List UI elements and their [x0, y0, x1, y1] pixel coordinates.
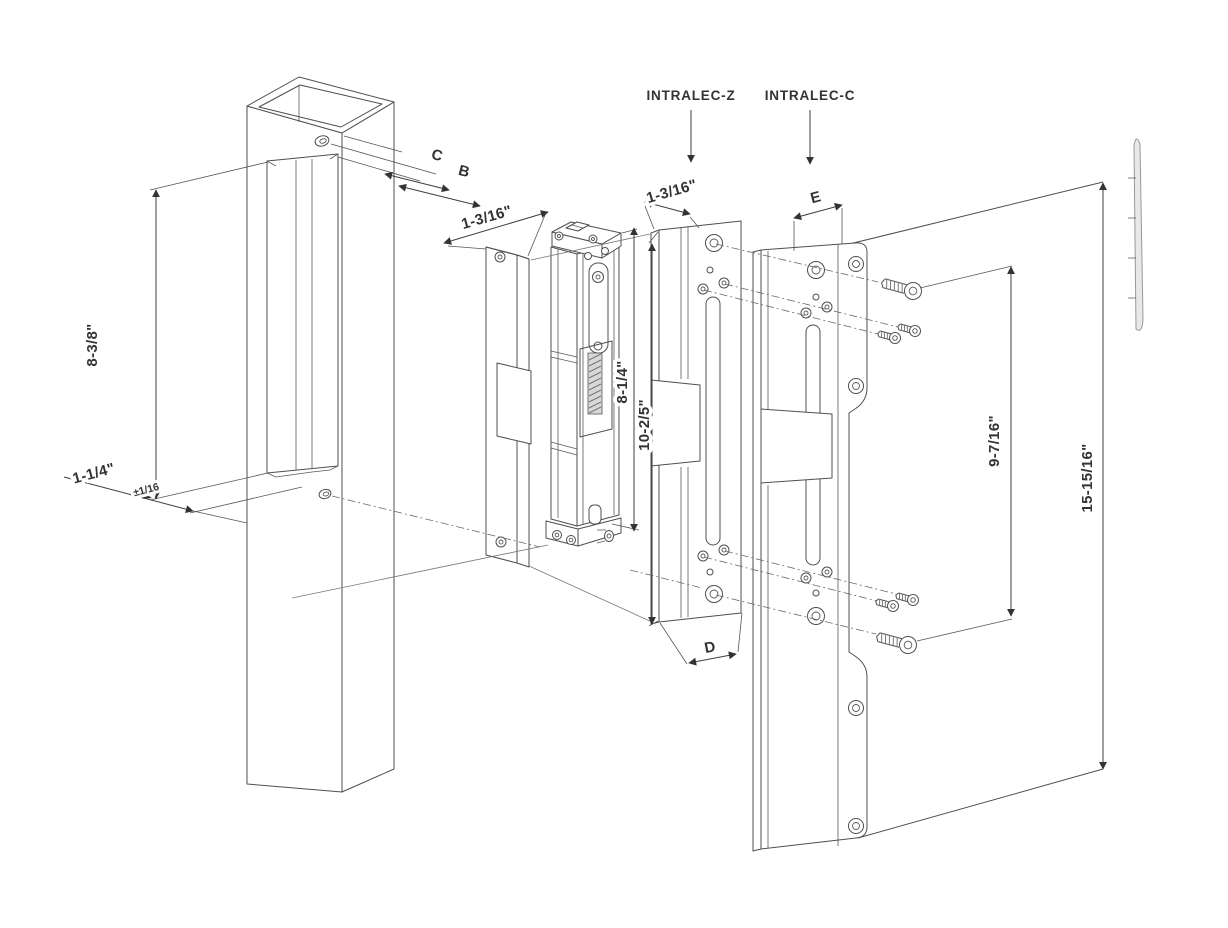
zplate-notch [650, 379, 701, 467]
dim-b: B [398, 159, 481, 209]
screw-long-top [878, 273, 924, 302]
dim-d-label: D [703, 638, 717, 657]
dim-cplate-height: 15-15/16" [1076, 182, 1107, 770]
left-post [246, 76, 395, 793]
dim-pocket-height-label: 8-3/8" [84, 323, 101, 366]
intralec-z-plate [650, 220, 742, 625]
intralec-c-plate [752, 242, 868, 852]
screw-small-top-left [875, 327, 903, 346]
dim-zplate-height-label: 10-2/5" [636, 399, 653, 451]
cplate-notch [760, 408, 833, 484]
faceplate-notch [496, 362, 532, 445]
projection-lines [291, 233, 899, 635]
cplate-flange-holes [848, 256, 864, 834]
dim-cplate-height-label: 15-15/16" [1079, 443, 1096, 512]
label-intralec-c: INTRALEC-C [765, 88, 856, 165]
electric-strike [545, 221, 622, 547]
gate-frame-edge-profile [1128, 138, 1144, 331]
label-intralec-z: INTRALEC-Z [647, 88, 736, 163]
intralec-z-label: INTRALEC-Z [647, 88, 736, 103]
dim-c-label: C [430, 146, 445, 165]
post-hole-bottom [318, 488, 332, 500]
mounting-screws [873, 273, 924, 656]
strike-pocket [266, 153, 339, 478]
screw-small-bottom-left [873, 595, 901, 614]
dim-zplate-height: 10-2/5" [633, 231, 659, 627]
dim-screw-row-span-label: 9-7/16" [986, 415, 1003, 467]
intralec-c-label: INTRALEC-C [765, 88, 856, 103]
dim-pocket-height: 8-3/8" [81, 161, 269, 501]
dim-strike-height-label: 8-1/4" [614, 360, 631, 403]
strike-connector [596, 529, 614, 544]
post-hole-top [314, 135, 330, 147]
dim-post-inset-label: 1-1/4" [71, 460, 117, 488]
screw-long-bottom [873, 627, 919, 656]
dim-b-label: B [457, 162, 472, 181]
dim-zplate-width: 1-3/16" [641, 173, 702, 230]
dim-strike-height: 8-1/4" [611, 227, 640, 532]
dim-faceplate-width: 1-3/16" [443, 199, 549, 257]
dim-screw-row-span: 9-7/16" [916, 265, 1015, 642]
dim-e: E [793, 185, 843, 251]
dim-zplate-width-label: 1-3/16" [645, 176, 699, 207]
faceplate [485, 246, 532, 568]
dim-faceplate-width-label: 1-3/16" [460, 202, 514, 233]
dim-e-label: E [809, 188, 823, 207]
zplate-slot [705, 296, 721, 546]
strike-keeper [550, 340, 613, 456]
